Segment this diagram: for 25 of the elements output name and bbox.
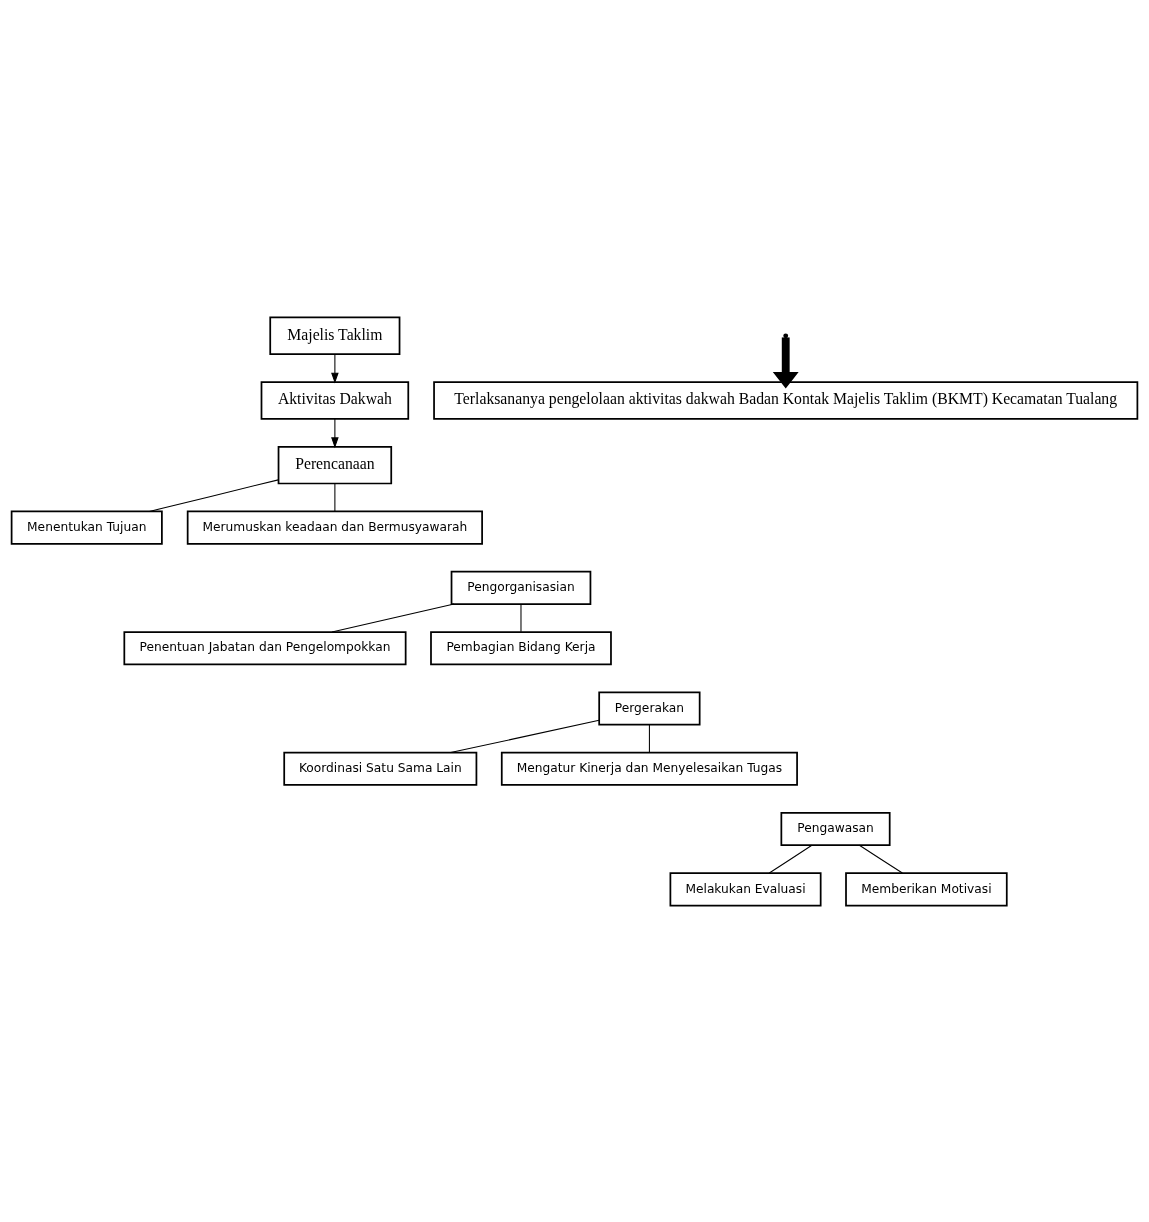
connector xyxy=(520,603,522,632)
connector xyxy=(648,723,650,753)
node-box: Pengawasan xyxy=(780,811,891,846)
node-box: Pengorganisasian xyxy=(450,570,592,605)
node-box: Majelis Taklim xyxy=(269,316,401,355)
node-box: Pembagian Bidang Kerja xyxy=(430,630,612,665)
connector xyxy=(334,482,336,512)
node-box: Koordinasi Satu Sama Lain xyxy=(283,751,478,786)
node-box: Merumuskan keadaan dan Bermusyawarah xyxy=(186,510,483,545)
connector xyxy=(450,719,600,753)
connector xyxy=(148,478,279,512)
connector xyxy=(858,844,903,873)
node-box: Perencanaan xyxy=(277,445,393,484)
node-box: Menentukan Tujuan xyxy=(10,510,163,545)
node-box: Pergerakan xyxy=(598,690,701,726)
connector xyxy=(331,603,455,633)
arrow xyxy=(331,417,339,448)
connector xyxy=(768,844,813,873)
node-box: Memberikan Motivasi xyxy=(845,871,1008,906)
node-box: Terlaksananya pengelolaan aktivitas dakwah Badan Kontak Majelis Taklim (BKMT) Kecamatan Tualang xyxy=(433,380,1139,420)
node-box: Melakukan Evaluasi xyxy=(669,871,822,906)
node-box: Mengatur Kinerja dan Menyelesaikan Tugas xyxy=(500,751,798,786)
node-box: Aktivitas Dakwah xyxy=(260,380,410,420)
arrow xyxy=(331,353,339,384)
node-box: Penentuan Jabatan dan Pengelompokkan xyxy=(123,630,407,665)
